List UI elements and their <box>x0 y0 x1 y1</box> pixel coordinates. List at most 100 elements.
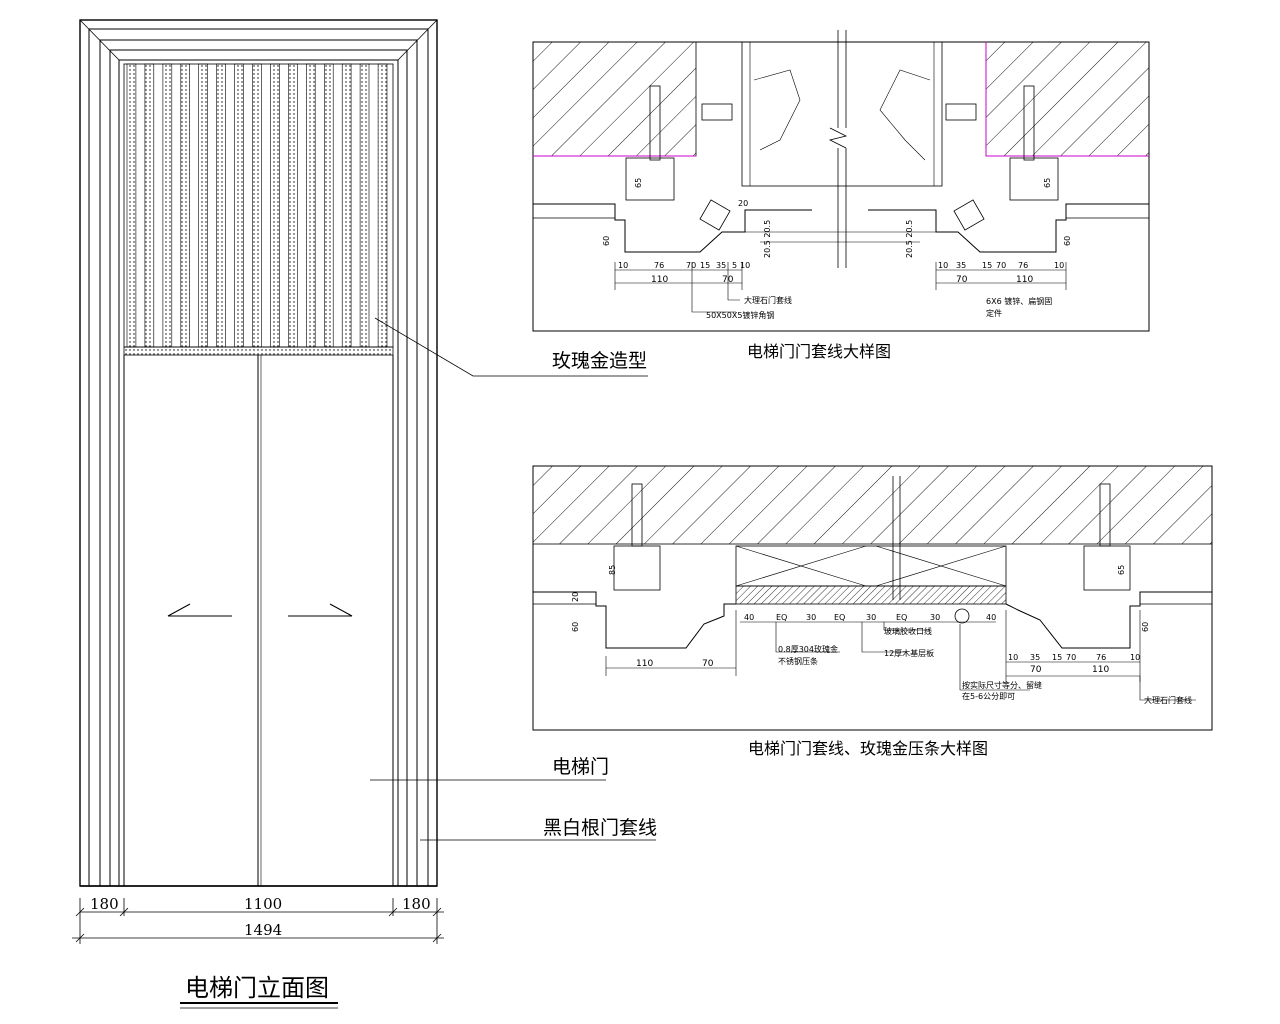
rose-gold-band <box>123 346 394 356</box>
svg-text:70: 70 <box>722 275 734 285</box>
svg-text:76: 76 <box>654 261 664 270</box>
note-equal-gap: 按实际尺寸等分、留缝 <box>962 680 1042 690</box>
svg-text:20: 20 <box>571 592 580 602</box>
svg-text:40: 40 <box>986 613 996 622</box>
svg-text:110: 110 <box>636 659 653 669</box>
svg-text:10: 10 <box>1008 653 1018 662</box>
svg-text:70: 70 <box>686 261 696 270</box>
svg-text:10: 10 <box>618 261 628 270</box>
rose-gold-flute <box>270 63 280 348</box>
frame-profile-bottom-left <box>533 591 736 649</box>
wall-hatch-left <box>532 41 697 157</box>
svg-text:70: 70 <box>956 275 968 285</box>
svg-text:15: 15 <box>700 261 710 270</box>
svg-text:65: 65 <box>1043 178 1052 188</box>
wall-hatch-right <box>985 41 1150 157</box>
wall-hatch-bottom <box>532 465 1213 545</box>
rose-gold-flute <box>252 63 262 348</box>
note-marble-frame: 大理石门套线 <box>744 295 792 305</box>
open-arrow-left <box>167 603 232 617</box>
svg-text:30: 30 <box>930 613 940 622</box>
dim-middle: 1100 <box>244 895 282 913</box>
svg-text:10: 10 <box>938 261 948 270</box>
note-base-board: 12厚木基层板 <box>884 648 934 658</box>
rose-gold-flute <box>126 63 137 348</box>
rose-gold-flute <box>359 63 370 348</box>
svg-text:60: 60 <box>1141 622 1150 632</box>
svg-text:110: 110 <box>651 275 668 285</box>
svg-text:5: 5 <box>732 261 737 270</box>
detail-bottom-caption: 电梯门门套线、玫瑰金压条大样图 <box>748 739 988 758</box>
svg-text:10: 10 <box>1130 653 1140 662</box>
svg-text:20: 20 <box>738 199 748 208</box>
rose-gold-strip <box>735 585 1007 605</box>
svg-text:20.5 20.5: 20.5 20.5 <box>763 220 772 258</box>
svg-text:70: 70 <box>996 261 1006 270</box>
svg-text:15: 15 <box>982 261 992 270</box>
note-equal-gap-2: 在5-6公分即可 <box>962 691 1015 701</box>
rose-gold-flute <box>305 63 316 348</box>
svg-text:76: 76 <box>1018 261 1028 270</box>
svg-text:EQ: EQ <box>776 613 787 622</box>
rose-gold-flute <box>162 63 173 348</box>
svg-text:65: 65 <box>1117 565 1126 575</box>
svg-text:20.5 20.5: 20.5 20.5 <box>905 220 914 258</box>
svg-text:35: 35 <box>716 261 726 270</box>
note-stainless-strip: 0.8厚304玫瑰金 <box>778 644 838 654</box>
svg-text:EQ: EQ <box>834 613 845 622</box>
rose-gold-flute <box>377 63 388 348</box>
base-box <box>735 545 1007 587</box>
elevation-dimensions <box>72 898 444 944</box>
svg-text:30: 30 <box>866 613 876 622</box>
svg-text:65: 65 <box>634 178 643 188</box>
label-rose-gold: 玫瑰金造型 <box>552 350 647 372</box>
label-door-frame: 黑白根门套线 <box>543 817 657 839</box>
detail-top-caption: 电梯门门套线大样图 <box>747 342 891 361</box>
svg-text:60: 60 <box>1063 236 1072 246</box>
svg-text:110: 110 <box>1016 275 1033 285</box>
note-fixing: 定件 <box>986 308 1002 318</box>
svg-text:35: 35 <box>956 261 966 270</box>
rose-gold-flute <box>323 63 334 348</box>
note-angle-steel: 50X50X5镀锌角钢 <box>706 310 774 320</box>
svg-text:60: 60 <box>571 622 580 632</box>
rose-gold-flute <box>198 63 208 348</box>
frame-profile-bottom-right <box>1005 591 1212 649</box>
elevator-door-leaves <box>80 355 437 887</box>
note-flat-steel: 6X6 镀锌、扁钢固 <box>986 296 1052 306</box>
frame-profile-right <box>868 203 1149 253</box>
svg-text:60: 60 <box>602 236 611 246</box>
note-marble-frame-bottom: 大理石门套线 <box>1144 695 1192 705</box>
open-arrow-right <box>288 603 353 617</box>
rose-gold-panel <box>123 63 394 356</box>
dim-left: 180 <box>90 895 119 913</box>
svg-text:70: 70 <box>1030 665 1042 675</box>
note-stainless-strip-2: 不锈钢压条 <box>778 656 818 666</box>
svg-text:35: 35 <box>1030 653 1040 662</box>
elevation-drawing: 玫瑰金造型 电梯门 黑白根门套线 180 1100 180 1494 电梯门立面… <box>72 19 657 1009</box>
detail-top: 10 76 70 15 35 5 10 110 70 10 35 15 70 7… <box>532 30 1150 361</box>
svg-text:70: 70 <box>702 659 714 669</box>
rose-gold-flute <box>234 63 244 348</box>
rose-gold-flute <box>144 63 155 348</box>
svg-text:EQ: EQ <box>896 613 907 622</box>
rose-gold-flute <box>341 63 352 348</box>
svg-text:10: 10 <box>740 261 750 270</box>
leader-rose-gold <box>374 317 648 377</box>
rose-gold-flute <box>216 63 226 348</box>
dim-total: 1494 <box>244 921 282 939</box>
svg-text:76: 76 <box>1096 653 1106 662</box>
frame-profile-left <box>533 203 812 253</box>
rose-gold-flute <box>180 63 191 348</box>
elevator-shaft <box>741 41 943 187</box>
dim-right: 180 <box>402 895 431 913</box>
svg-text:15: 15 <box>1052 653 1062 662</box>
svg-text:30: 30 <box>806 613 816 622</box>
svg-text:70: 70 <box>1066 653 1076 662</box>
svg-text:40: 40 <box>744 613 754 622</box>
label-elevator-door: 电梯门 <box>552 756 609 778</box>
svg-text:10: 10 <box>1054 261 1064 270</box>
note-glue-line: 玻璃胶收口线 <box>884 626 932 636</box>
svg-text:110: 110 <box>1092 665 1109 675</box>
